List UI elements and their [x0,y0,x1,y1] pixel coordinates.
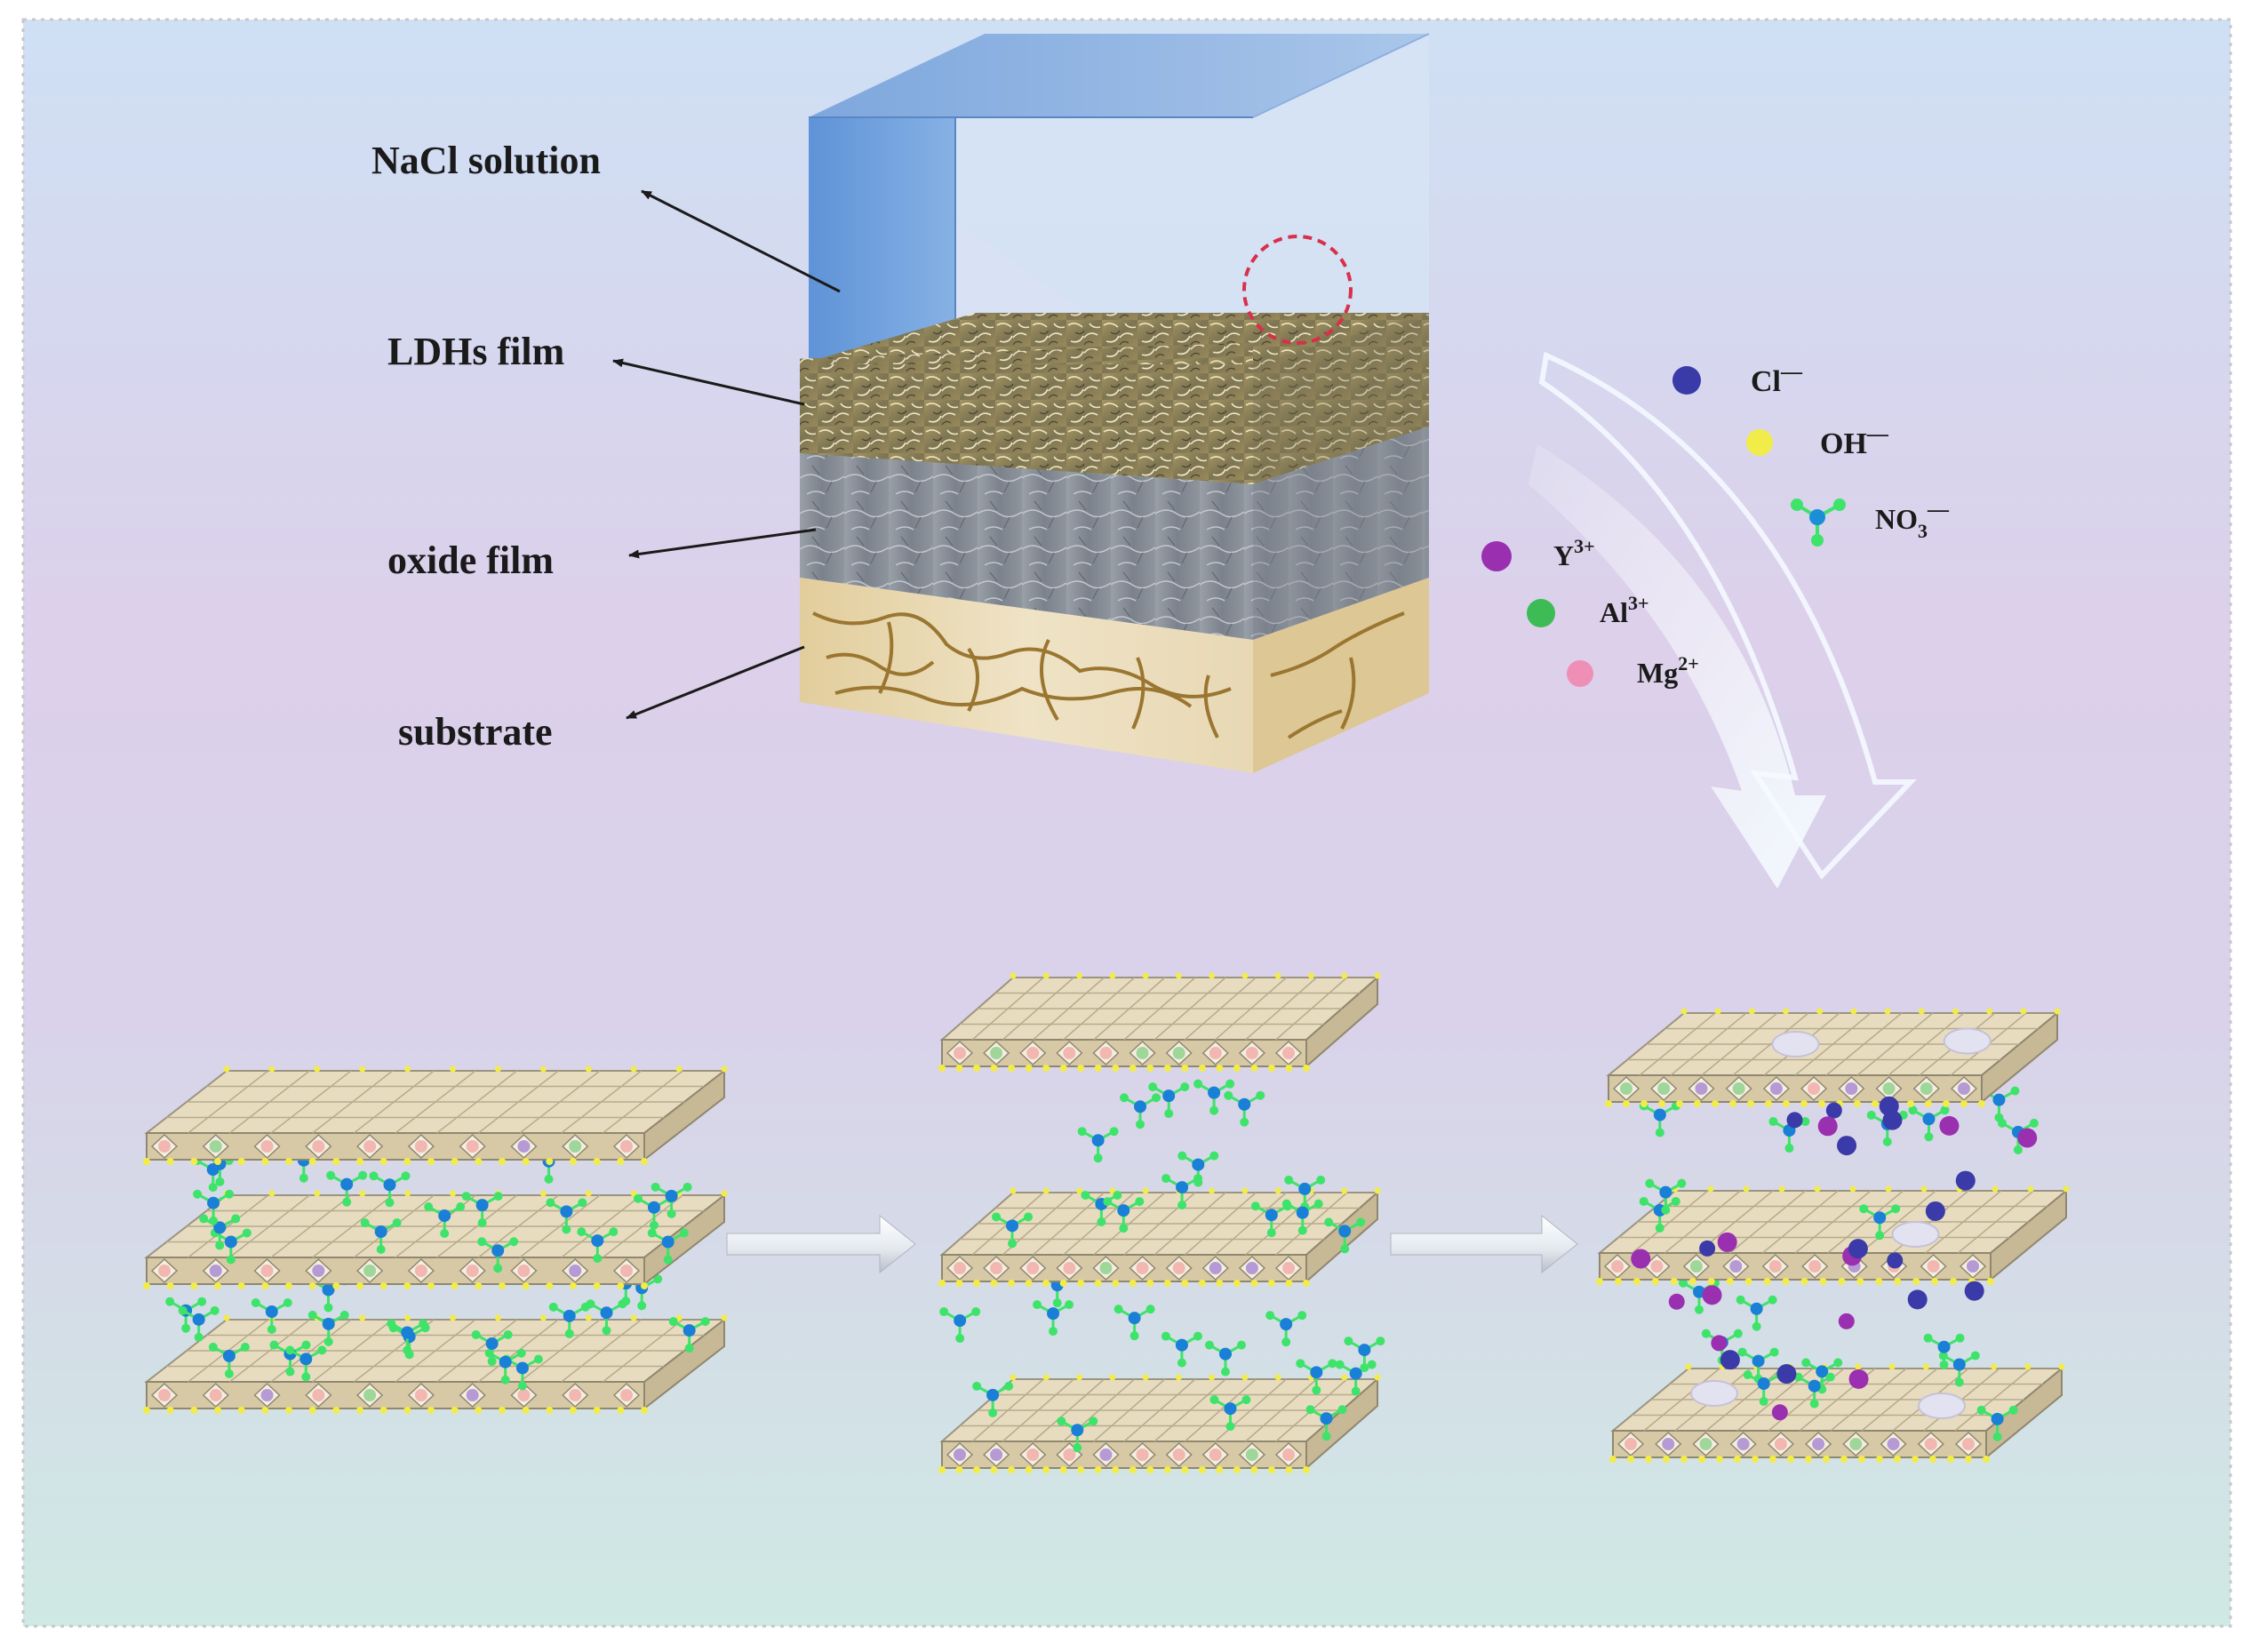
process-arrow-1 [726,1214,916,1274]
oh-ion-dot [1746,429,1773,456]
ldh-sheet [143,1314,728,1414]
arrow-substrate [626,645,805,720]
ldh-sheet [1609,1363,2065,1463]
svg-text:Cl—: Cl— [1751,361,1803,398]
layer-labels: NaCl solution LDHs film oxide film subst… [371,139,841,754]
label-nacl-solution: NaCl solution [371,139,601,182]
ldh-sheet [143,1065,728,1165]
panel-border [21,18,2232,1628]
substrate-layer [800,578,1429,773]
ldh-sheet [1605,1008,2061,1107]
svg-text:Mg2+: Mg2+ [1637,652,1699,689]
svg-text:Al3+: Al3+ [1600,592,1649,628]
legend-oh: OH— [1746,423,1889,460]
interlayer-anions [192,1146,692,1273]
legend-y: Y3+ [1481,535,1595,571]
interlayer-anions [165,1270,710,1391]
mg-ion-dot [1567,660,1593,687]
ion-legend: Cl— OH— NO3— Y3+ Al3+ [1481,361,1950,689]
legend-cl: Cl— [1672,361,1803,398]
label-oxide-film: oxide film [387,539,554,582]
label-substrate: substrate [398,710,553,754]
ldh-sheet [143,1190,728,1289]
svg-text:Y3+: Y3+ [1553,535,1595,571]
arrow-nacl [641,189,841,293]
ldh-sheet [1596,1185,2070,1285]
chloride-ions [1631,1096,2038,1421]
svg-text:OH—: OH— [1820,423,1889,460]
ldh-sheet [938,1374,1381,1473]
svg-text:NO3—: NO3— [1875,499,1950,542]
layered-block [800,33,1430,773]
legend-al: Al3+ [1527,592,1649,628]
ldh-sheet [938,972,1381,1072]
arrow-ldhs [612,358,805,406]
label-ldhs-film: LDHs film [387,330,564,373]
process-arrow-2 [1390,1214,1578,1274]
interlayer-anions [1678,1278,2018,1441]
cl-ion-dot [1672,366,1701,395]
interlayer-anions [992,1079,1366,1254]
legend-no3: NO3— [1791,499,1950,547]
substrate-cracks [812,611,1405,739]
al-ion-dot [1527,599,1555,627]
ldh-sheet [938,1187,1381,1287]
y-ion-dot [1481,541,1512,571]
legend-mg: Mg2+ [1567,652,1699,689]
curved-arrow-filled [1529,444,1826,889]
highlight-circle [1242,235,1353,345]
ldh-stack-degraded [1596,1008,2070,1463]
ldh-stack-exchanging [938,972,1385,1473]
no3-molecule-icon [1791,499,1846,547]
arrow-oxide [628,528,817,559]
curved-arrows [1529,351,1917,889]
curved-arrow-outline [1538,351,1917,880]
ldh-stack-intact [143,1065,728,1414]
ldh-film-layer [800,313,1429,484]
